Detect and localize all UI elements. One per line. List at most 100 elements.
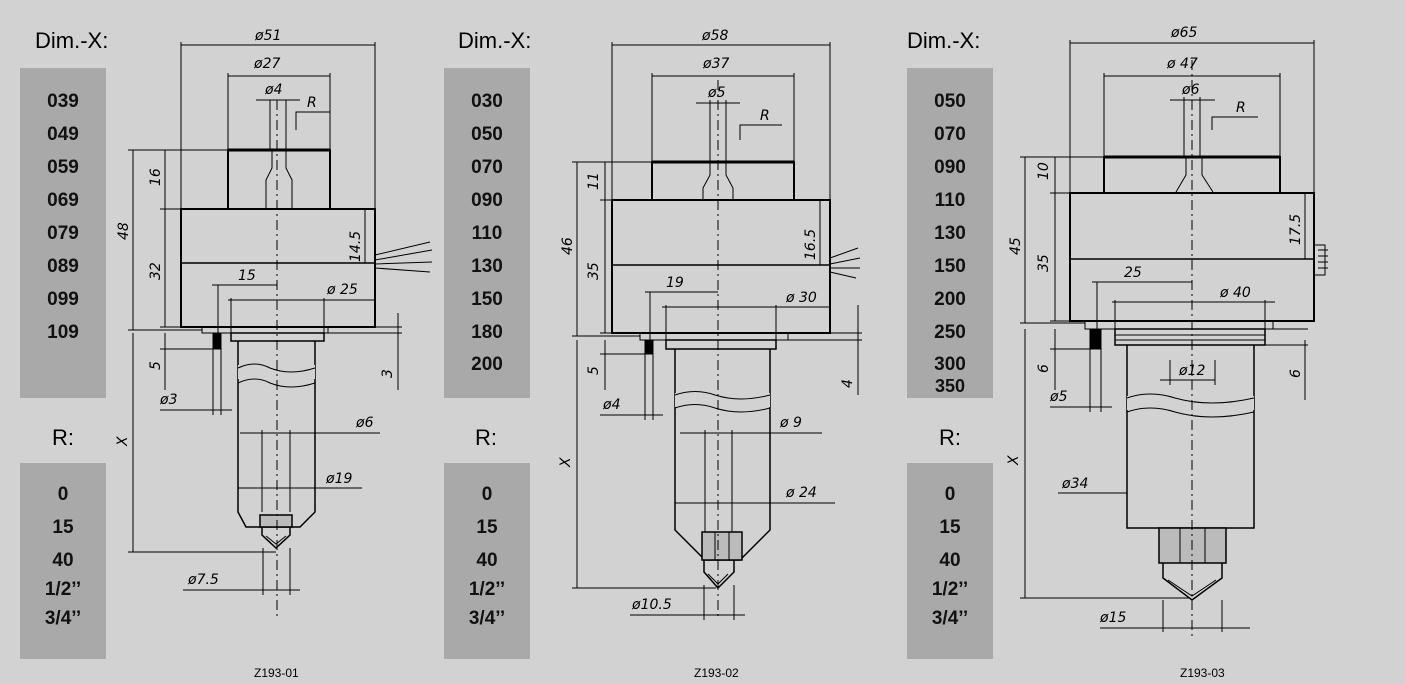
dim-h-flange: 4: [840, 379, 856, 388]
dim-d-bore: ø6: [355, 415, 374, 431]
figure-id: Z193-01: [254, 666, 299, 680]
dim-d-small: ø4: [264, 82, 282, 98]
r-code: 0: [481, 484, 493, 505]
body-block: [611, 199, 831, 334]
x-code: 110: [471, 223, 503, 244]
r-code: 3/4’’: [44, 608, 82, 629]
r-label: R:: [52, 425, 74, 450]
x-code: 069: [47, 190, 79, 211]
x-code: 150: [471, 289, 503, 310]
dim-x-label: Dim.-X:: [907, 28, 981, 53]
r-code: 15: [939, 517, 961, 538]
dim-h-half: 14.5: [348, 231, 364, 262]
dim-h-total: 45: [1008, 237, 1024, 255]
x-code: 089: [47, 256, 79, 277]
dim-r: R: [307, 95, 317, 111]
x-code: 130: [471, 256, 503, 277]
x-code: 070: [471, 157, 503, 178]
connector: [1314, 244, 1328, 276]
dim-pin-circle: ø 30: [785, 290, 817, 306]
dim-r: R: [760, 108, 770, 124]
r-code-list: 0 15 40 1/2’’ 3/4’’: [907, 463, 993, 659]
dim-h-pin: 6: [1036, 364, 1052, 373]
r-code-list: 0 15 40 1/2’’ 3/4’’: [20, 463, 106, 659]
dim-x: X: [1006, 455, 1022, 466]
cable: [374, 241, 433, 273]
dim-d-shaft: ø34: [1061, 476, 1088, 492]
drawing-z193-03: [1020, 40, 1328, 640]
dim-h-top: 10: [1036, 162, 1052, 180]
x-code: 090: [471, 190, 503, 211]
dim-d-mid: ø27: [253, 56, 280, 72]
dim-d-pin: ø3: [159, 392, 177, 408]
x-code: 049: [47, 124, 79, 145]
dim-d-small: ø6: [1181, 82, 1200, 98]
dim-d-pin: ø5: [1049, 389, 1068, 405]
r-code-list: 0 15 40 1/2’’ 3/4’’: [444, 463, 530, 659]
dim-d-top: ø65: [1170, 25, 1197, 41]
dim-h-body: 35: [586, 262, 602, 280]
r-code: 40: [939, 550, 961, 571]
top-boss: [227, 149, 331, 209]
x-code: 050: [471, 124, 503, 145]
r-code: 0: [57, 484, 69, 505]
dim-h-body: 35: [1036, 254, 1052, 272]
r-code: 1/2’’: [468, 579, 506, 600]
dim-x-label: Dim.-X:: [458, 28, 532, 53]
dim-h-total: 48: [116, 222, 132, 240]
r-label: R:: [939, 425, 961, 450]
r-code: 15: [476, 517, 498, 538]
dim-d-small: ø5: [707, 85, 726, 101]
nozzle: [702, 162, 734, 200]
dim-h-half: 17.5: [1288, 214, 1304, 245]
pin: [1089, 328, 1102, 350]
x-code: 090: [934, 157, 966, 178]
x-code: 070: [934, 124, 966, 145]
dim-h-pin: 5: [148, 361, 164, 370]
dim-d-tip: ø7.5: [187, 572, 219, 588]
dimension-labels: ø51 ø27 ø4 R 48 16 32 14.5 15 ø 25 5 3 ø…: [115, 25, 1304, 626]
x-code: 110: [934, 190, 966, 211]
cable: [829, 247, 861, 279]
r-code: 3/4’’: [931, 608, 969, 629]
nozzle: [265, 150, 293, 209]
dim-d-mid: ø37: [702, 56, 729, 72]
dim-d-top: ø58: [701, 28, 728, 44]
pin: [212, 332, 222, 350]
dim-h-top: 16: [148, 168, 164, 186]
dim-x: X: [115, 436, 131, 447]
r-code: 1/2’’: [44, 579, 82, 600]
x-code: 030: [471, 91, 503, 112]
dim-offset: 15: [238, 268, 256, 284]
x-code: 150: [934, 256, 966, 277]
dim-h-flange: 3: [380, 369, 396, 378]
dim-h-pin: 5: [586, 366, 602, 375]
dim-r: R: [1236, 100, 1246, 116]
dim-offset: 19: [666, 275, 684, 291]
dim-pin-circle: ø 25: [326, 282, 358, 298]
x-code: 350: [934, 376, 966, 396]
x-code: 099: [47, 289, 79, 310]
x-code: 079: [47, 223, 79, 244]
r-label: R:: [475, 425, 497, 450]
x-code: 200: [934, 289, 966, 310]
r-code: 3/4’’: [468, 608, 506, 629]
dim-h-body: 32: [148, 262, 164, 280]
x-code: 109: [47, 322, 79, 343]
dim-x-label: Dim.-X:: [35, 28, 109, 53]
dim-pin-circle: ø 40: [1219, 285, 1251, 301]
dim-d-shaft: ø19: [325, 471, 352, 487]
x-code-list: 039 049 059 069 079 089 099 109: [20, 68, 106, 398]
dim-d-top: ø51: [254, 28, 281, 44]
dim-d-shaft: ø 24: [785, 485, 817, 501]
dim-d-pin: ø4: [602, 397, 620, 413]
x-code: 300: [934, 354, 966, 375]
x-code-list: 030 050 070 090 110 130 150 180 200: [444, 68, 530, 398]
dim-d-tip: ø10.5: [631, 597, 672, 613]
r-code: 15: [52, 517, 74, 538]
dim-h-total: 46: [560, 237, 576, 255]
body-block: [180, 208, 376, 328]
shaft: [674, 349, 771, 561]
x-code: 180: [471, 322, 503, 343]
